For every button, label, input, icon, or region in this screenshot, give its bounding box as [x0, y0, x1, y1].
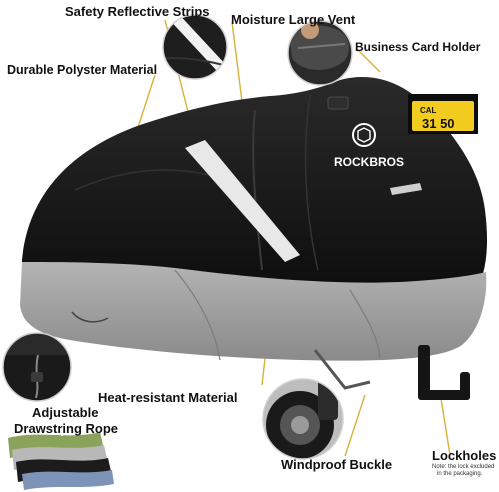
- cover-grey-body: [20, 262, 487, 361]
- lockholes-note-line2: in the packaging.: [437, 471, 483, 477]
- lockholes-note-line1: Note: the lock excluded: [432, 464, 495, 470]
- label-heat-resistant-material: Heat-resistant Material: [98, 390, 238, 405]
- label-adjustable: Adjustable: [32, 405, 99, 420]
- label-lockholes: Lockholes: [432, 448, 497, 463]
- inset-vent: [287, 20, 353, 86]
- reflective-strip: [185, 140, 300, 262]
- inset-fabric-layers: [8, 416, 114, 490]
- vent: [327, 96, 349, 110]
- label-drawstring-rope: Drawstring Rope: [14, 421, 119, 436]
- label-safety-reflective-strips: Safety Reflective Strips: [65, 4, 210, 19]
- rockbros-logo: ROCKBROS: [334, 123, 404, 169]
- card-plate: [412, 101, 474, 131]
- inset-business-card: CAL 31 50: [408, 94, 478, 134]
- inset-drawstring: [2, 332, 72, 402]
- inset-windproof-buckle: [262, 378, 344, 460]
- label-windproof-buckle: Windproof Buckle: [281, 457, 393, 472]
- label-moisture-large-vent: Moisture Large Vent: [231, 12, 356, 27]
- inset-reflective-strip: [162, 14, 228, 80]
- brand-text: ROCKBROS: [334, 155, 404, 169]
- lock: [418, 345, 470, 400]
- label-business-card-holder: Business Card Holder: [355, 40, 481, 54]
- svg-text:31 50: 31 50: [422, 116, 455, 131]
- label-durable-polyster-material: Durable Polyster Material: [7, 63, 158, 77]
- svg-text:CAL: CAL: [420, 106, 437, 115]
